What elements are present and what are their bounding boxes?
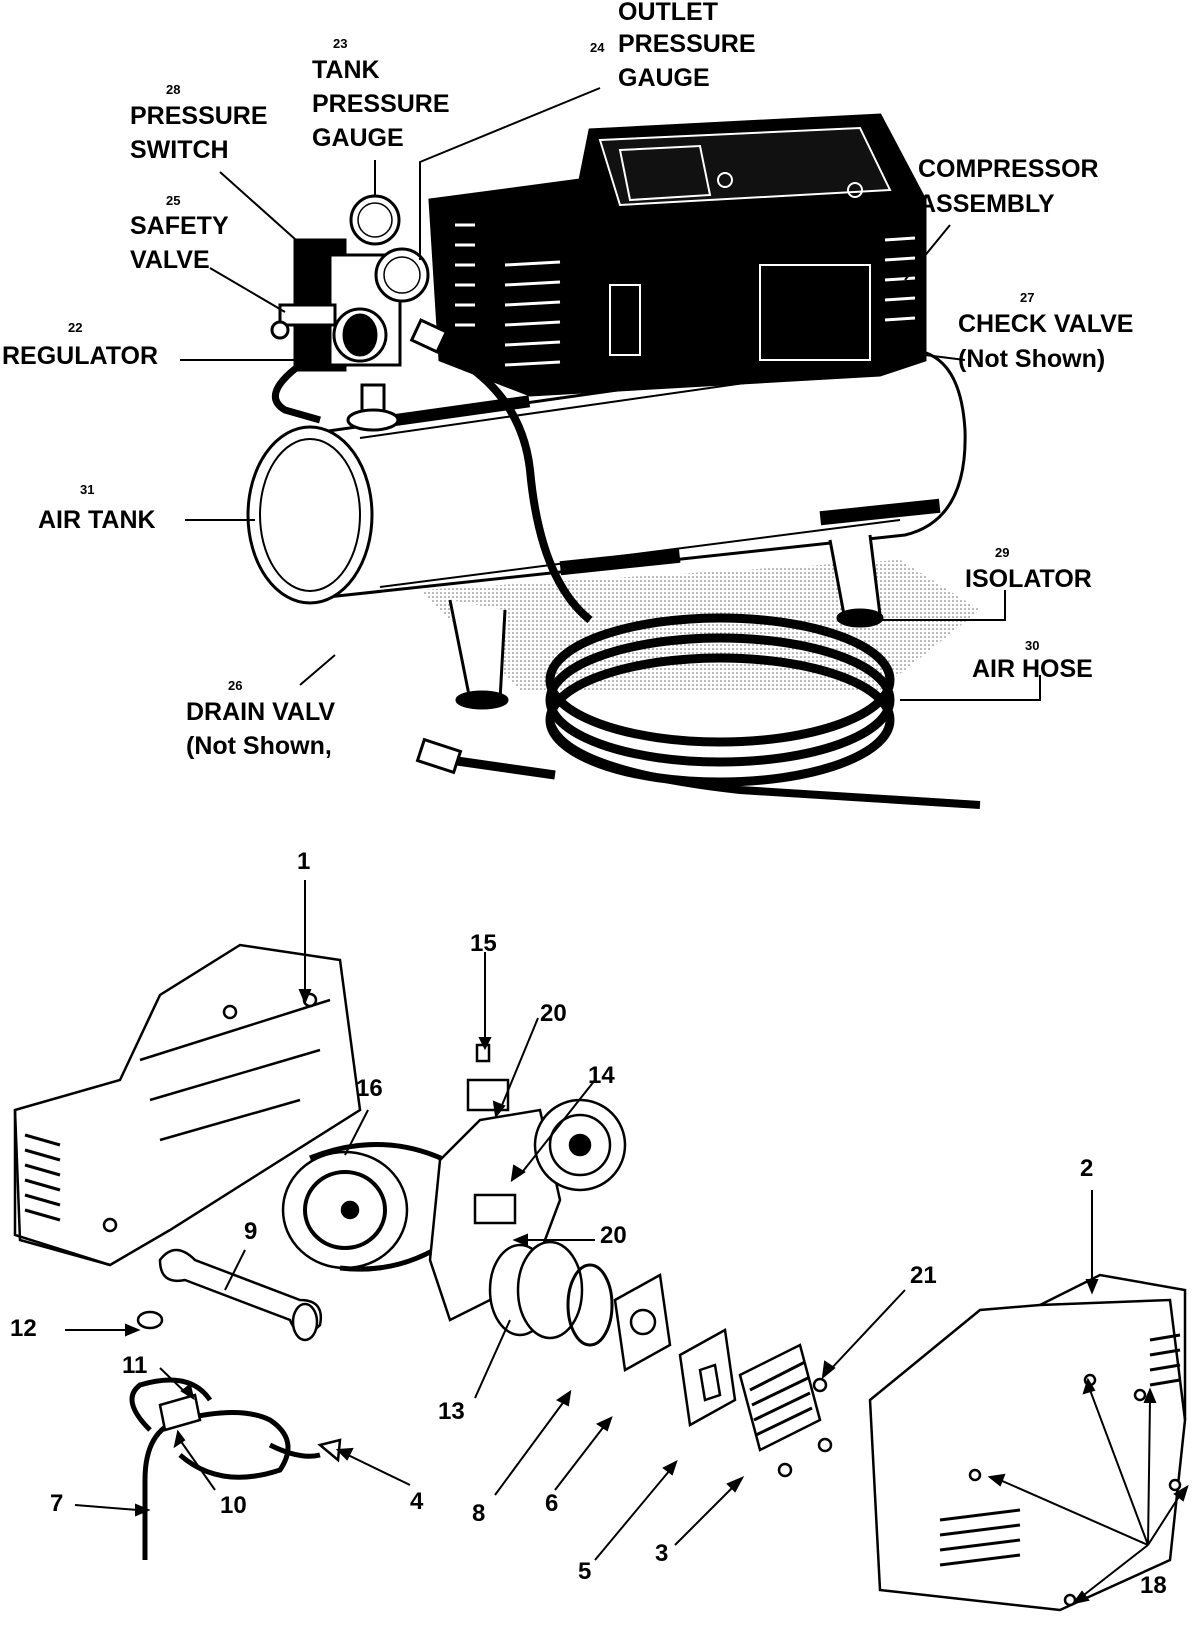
callout-label-line: SWITCH — [130, 136, 229, 164]
callout-number: 25 — [166, 193, 181, 208]
air-hose-fitting — [415, 737, 463, 775]
callout-label-line: GAUGE — [618, 64, 710, 92]
part-20-pad-lower — [473, 1193, 517, 1225]
callout-number: 31 — [80, 482, 95, 497]
part-number-4: 4 — [410, 1488, 424, 1515]
part-number-15: 15 — [470, 930, 497, 957]
callout-number: 24 — [590, 40, 605, 55]
callout-label-line: PRESSURE — [618, 30, 756, 58]
callout-label-line: TANK — [312, 56, 380, 84]
isolator-foot-left — [448, 599, 507, 702]
part-9-connecting-rod — [158, 1248, 323, 1335]
callout-number: 28 — [166, 82, 181, 97]
callout-label-line: OUTLET — [618, 0, 718, 26]
callout-number: 22 — [68, 320, 83, 335]
callout-label-line: SAFETY — [130, 212, 229, 240]
callout-number: 27 — [1020, 290, 1035, 305]
air-hose-coil — [545, 613, 895, 747]
callout-label-line: (Not Shown) — [958, 345, 1106, 373]
part-15-screw — [475, 1043, 491, 1063]
assembled-compressor-illustration — [246, 113, 981, 809]
callout-number: 23 — [333, 36, 348, 51]
part-number-3: 3 — [655, 1540, 669, 1567]
part-1-shroud — [13, 943, 362, 1267]
part-10-fitting — [158, 1393, 202, 1432]
part-number-5: 5 — [578, 1558, 592, 1585]
callout-label-line: AIR HOSE — [972, 655, 1093, 683]
callout-label-line: ISOLATOR — [965, 565, 1092, 593]
part-number-20: 20 — [540, 1000, 567, 1027]
part-number-11: 11 — [122, 1352, 148, 1379]
part-7-tube — [142, 1410, 291, 1560]
part-8-o-ring — [566, 1263, 614, 1347]
part-number-18: 18 — [1140, 1572, 1167, 1599]
part-number-10: 10 — [220, 1492, 247, 1519]
callout-label-line: COMPRESSOR — [918, 155, 1099, 183]
part-21-bolt — [812, 1377, 828, 1393]
part-number-9: 9 — [244, 1218, 258, 1245]
exploded-parts-illustration — [13, 943, 1187, 1612]
callout-label-line: PRESSURE — [312, 90, 450, 118]
callout-label-line: REGULATOR — [2, 342, 159, 370]
part-number-8: 8 — [472, 1500, 486, 1527]
part-number-13: 13 — [438, 1398, 465, 1425]
callout-label-line: PRESSURE — [130, 102, 268, 130]
callout-label-line: CHECK VALVE — [958, 310, 1134, 338]
part-number-12: 12 — [10, 1315, 37, 1342]
callout-number: 30 — [1025, 638, 1040, 653]
callout-label-line: GAUGE — [312, 124, 404, 152]
callout-number: 29 — [995, 545, 1010, 560]
outlet-hose — [418, 336, 593, 624]
part-number-1: 1 — [297, 848, 311, 875]
part-12-bolt — [136, 1310, 164, 1330]
part-number-6: 6 — [545, 1490, 559, 1517]
callout-label-line: DRAIN VALV — [186, 698, 336, 726]
callout-label-line: VALVE — [130, 246, 210, 274]
callout-number: 26 — [228, 678, 243, 693]
part-number-21: 21 — [910, 1262, 937, 1289]
part-5-gasket — [678, 1328, 737, 1427]
part-number-16: 16 — [356, 1075, 383, 1102]
part-number-2: 2 — [1080, 1155, 1094, 1182]
part-number-14: 14 — [588, 1062, 615, 1089]
part-3-cylinder-head — [738, 1343, 822, 1452]
callout-label-line: (Not Shown, — [186, 732, 332, 760]
top-leader-lines — [180, 87, 1041, 701]
part-2-shroud — [868, 1298, 1187, 1612]
callout-label-line: AIR TANK — [38, 506, 156, 534]
callout-label-line: ASSEMBLY — [918, 190, 1055, 218]
part-number-7: 7 — [50, 1490, 64, 1517]
bottom-leader-arrows — [65, 880, 1189, 1605]
safety-valve — [278, 303, 337, 327]
part-number-20: 20 — [600, 1222, 627, 1249]
